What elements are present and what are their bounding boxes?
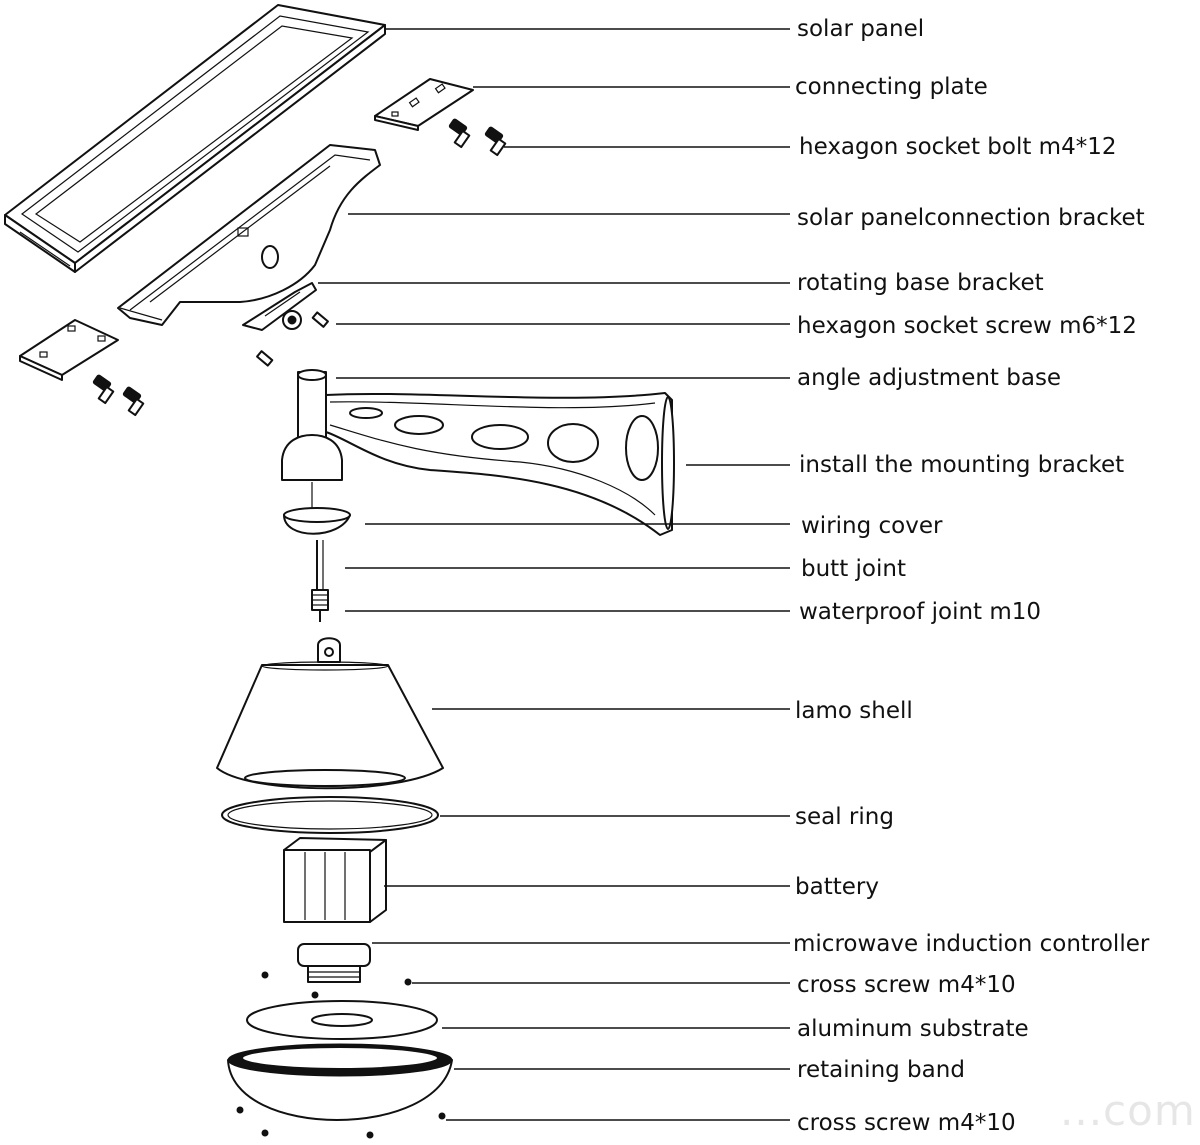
label-aluminum-substrate: aluminum substrate <box>797 1016 1029 1042</box>
label-hexagon-socket-bolt: hexagon socket bolt m4*12 <box>799 134 1116 160</box>
label-lamp-shell: lamo shell <box>795 698 913 724</box>
hexagon-bolt-drawing-left <box>92 374 145 417</box>
microwave-controller-drawing <box>297 943 371 983</box>
mounting-bracket-drawing <box>281 369 675 536</box>
part-labels: solar panel connecting plate hexagon soc… <box>793 16 1150 1136</box>
seal-ring-drawing <box>221 796 439 834</box>
label-butt-joint: butt joint <box>801 556 906 582</box>
label-hexagon-socket-screw: hexagon socket screw m6*12 <box>797 313 1137 339</box>
solar-panel-drawing <box>4 4 386 273</box>
label-solar-panel-connection-bracket: solar panelconnection bracket <box>797 205 1145 231</box>
connecting-plate-drawing <box>374 78 474 131</box>
label-rotating-base-bracket: rotating base bracket <box>797 270 1044 296</box>
rotating-base-bracket-drawing <box>242 282 329 331</box>
battery-drawing <box>283 837 387 923</box>
label-mounting-bracket: install the mounting bracket <box>799 452 1124 478</box>
watermark-text: ...com <box>1060 1086 1196 1135</box>
small-screw-drawing <box>256 350 274 367</box>
label-solar-panel: solar panel <box>797 16 924 42</box>
label-cross-screw-upper: cross screw m4*10 <box>797 972 1016 998</box>
label-retaining-band: retaining band <box>797 1057 965 1083</box>
label-cross-screw-lower: cross screw m4*10 <box>797 1110 1016 1136</box>
label-battery: battery <box>795 874 879 900</box>
waterproof-joint-drawing <box>311 589 329 622</box>
butt-joint-drawing <box>316 540 324 590</box>
label-seal-ring: seal ring <box>795 804 894 830</box>
hexagon-bolt-drawing-top <box>448 118 507 157</box>
label-microwave-controller: microwave induction controller <box>793 931 1150 957</box>
aluminum-substrate-drawing <box>246 1000 438 1040</box>
retaining-band-drawing <box>227 1043 453 1121</box>
cross-screw-drawing <box>236 971 446 1139</box>
label-wiring-cover: wiring cover <box>801 513 943 539</box>
label-connecting-plate: connecting plate <box>795 74 988 100</box>
leader-lines <box>318 28 790 1121</box>
label-waterproof-joint: waterproof joint m10 <box>799 599 1041 625</box>
lamp-shell-drawing <box>216 637 444 790</box>
label-angle-adjustment-base: angle adjustment base <box>797 365 1061 391</box>
wiring-cover-drawing <box>283 507 351 535</box>
solar-panel-connection-bracket-drawing <box>117 144 381 326</box>
connecting-plate-drawing-left <box>19 319 119 381</box>
